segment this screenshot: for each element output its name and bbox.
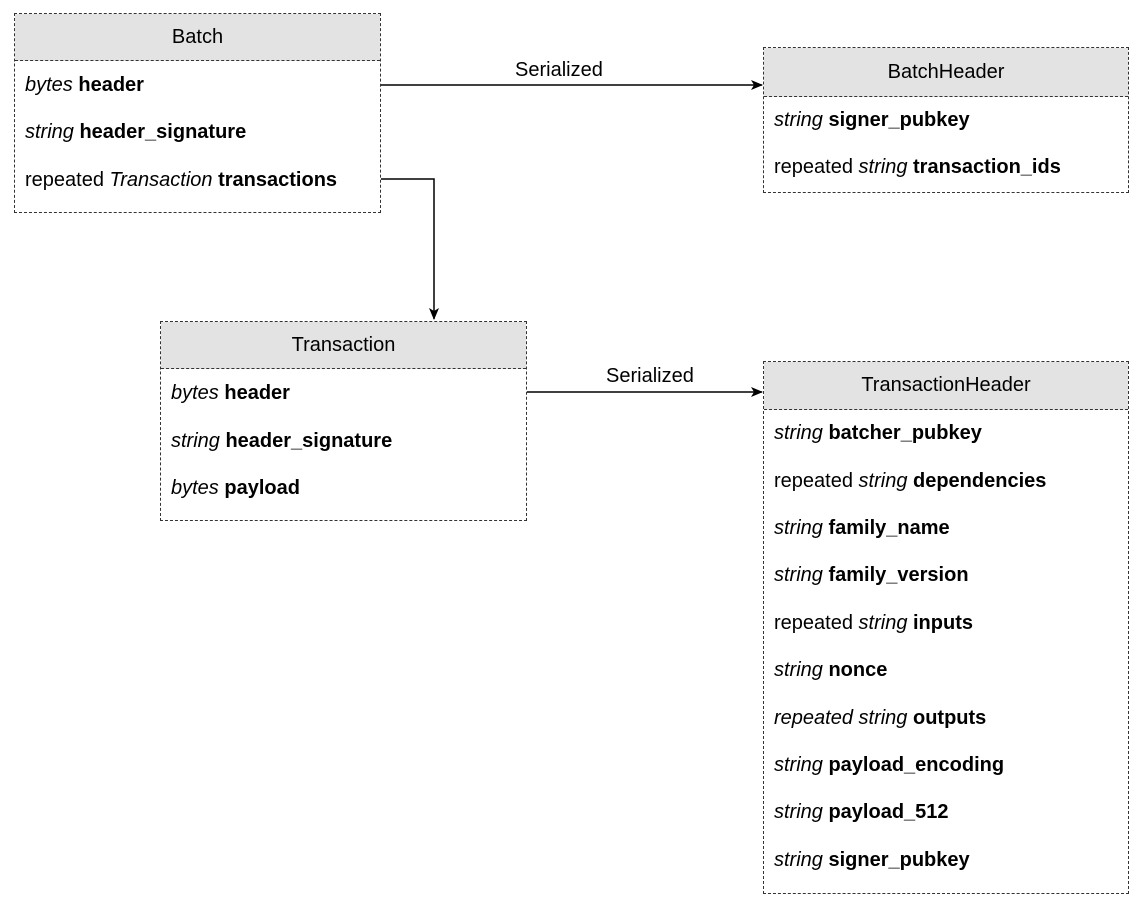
batch-field-header-signature: string header_signature [25,121,247,143]
transactionheader-field-dependencies: repeated string dependencies [774,470,1047,492]
transaction-title: Transaction [161,322,526,369]
transactionheader-field-payload-512: string payload_512 [774,801,949,823]
edge-label-serialized-batch: Serialized [515,59,603,81]
transaction-box: Transaction bytes header string header_s… [160,321,527,521]
transactionheader-field-family-version: string family_version [774,564,969,586]
transactionheader-field-inputs: repeated string inputs [774,612,973,634]
batch-box: Batch bytes header string header_signatu… [14,13,381,213]
transactionheader-field-family-name: string family_name [774,517,950,539]
transactionheader-field-batcher-pubkey: string batcher_pubkey [774,422,982,444]
batchheader-field-signer-pubkey: string signer_pubkey [774,109,970,131]
transactionheader-field-nonce: string nonce [774,659,888,681]
transaction-field-header-signature: string header_signature [171,430,393,452]
edge-label-serialized-transaction: Serialized [606,365,694,387]
batchheader-field-transaction-ids: repeated string transaction_ids [774,156,1061,178]
arrow-batch-to-transaction [381,178,439,320]
transactionheader-field-payload-encoding: string payload_encoding [774,754,1005,776]
transactionheader-box: TransactionHeader string batcher_pubkey … [763,361,1129,894]
batch-field-transactions: repeated Transaction transactions [25,169,338,191]
batch-field-header: bytes header [25,74,144,96]
transaction-field-payload: bytes payload [171,477,300,499]
transactionheader-title: TransactionHeader [764,362,1128,410]
batchheader-title: BatchHeader [764,48,1128,97]
transactionheader-field-outputs: repeated string outputs [774,707,987,729]
transactionheader-field-signer-pubkey: string signer_pubkey [774,849,970,871]
batch-title: Batch [15,14,380,61]
batchheader-box: BatchHeader string signer_pubkey repeate… [763,47,1129,193]
transaction-field-header: bytes header [171,382,290,404]
